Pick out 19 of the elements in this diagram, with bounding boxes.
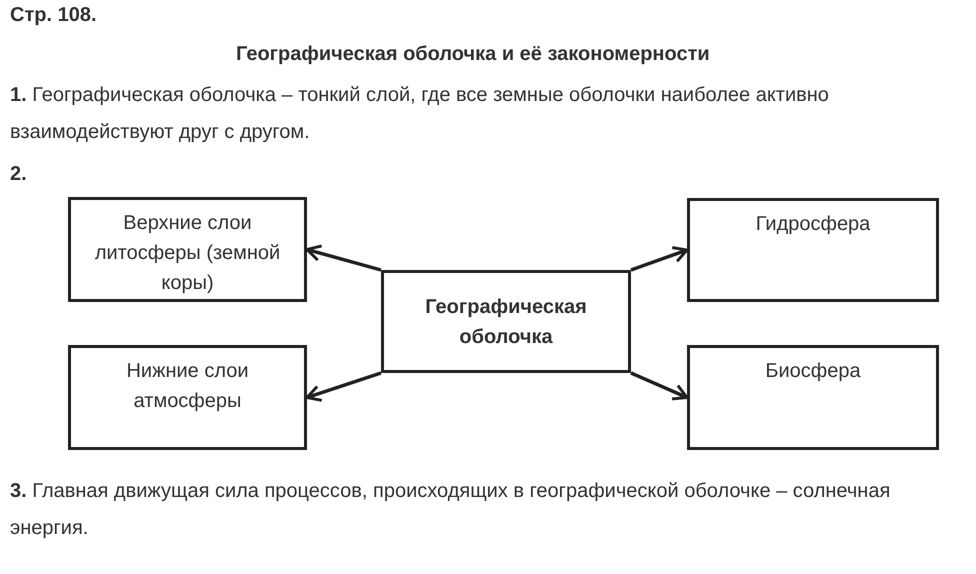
question-number: 2.	[10, 162, 28, 187]
section-heading: Географическая оболочка и её закономерности	[236, 42, 711, 67]
arrow	[306, 244, 382, 272]
box-text: Биосфера	[765, 359, 861, 384]
arrow	[630, 371, 688, 400]
concept-box	[687, 198, 939, 302]
page-number: Стр. 108.	[10, 3, 96, 28]
concept-box	[687, 345, 939, 450]
central-box	[381, 270, 631, 373]
box-text: Географическая оболочка	[424, 294, 588, 350]
box-text: Нижние слои атмосферы	[125, 359, 250, 414]
arrow	[306, 371, 382, 402]
concept-box	[68, 345, 307, 450]
answer-paragraph: 3. Главная движущая сила процессов, происходящих в географической оболочке – солнечная энергия.	[10, 479, 892, 541]
answer-paragraph: 1. Географическая оболочка – тонкий слой, где все земные оболочки наиболее активно взаимодействуют друг с другом.	[10, 83, 830, 145]
concept-box	[68, 197, 307, 302]
box-text: Верхние слои литосферы (земной коры)	[94, 211, 282, 296]
arrow	[630, 246, 688, 272]
box-text: Гидросфера	[756, 212, 870, 237]
